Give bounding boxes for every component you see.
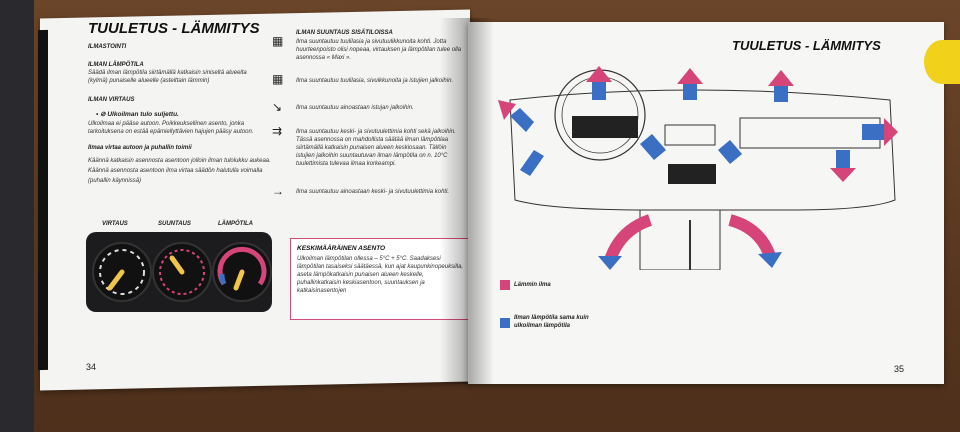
suuntaus-2: Ilma suuntautuu tuulilasia, sivuikkunoit… [296, 78, 454, 84]
box-heading: KESKIMÄÄRÄINEN ASENTO [297, 245, 386, 252]
ilmaa-heading: Ilmaa virtaa autoon ja puhallin toimii [88, 145, 192, 151]
vents-feet-icon: ⇉ [272, 124, 283, 138]
virtaus-text: Ulkoilmaa ei pääse autoon. Poikkeukselli… [88, 121, 254, 135]
info-box: KESKIMÄÄRÄINEN ASENTO Ulkoilman lämpötil… [290, 238, 476, 320]
left-page-title: TUULETUS - LÄMMITYS [88, 20, 260, 37]
suuntaus-heading: ILMAN SUUNTAUS SISÄTILOISSA [296, 30, 393, 36]
section-ilmastointi: ILMASTOINTI [88, 44, 127, 50]
feet-icon: ↘ [272, 100, 283, 114]
left-page-number: 34 [86, 362, 97, 372]
right-page [468, 22, 944, 384]
panel-label-suuntaus: SUUNTAUS [158, 221, 191, 227]
vents-icon: → [272, 184, 284, 198]
legend-warm-swatch [500, 280, 510, 290]
lampotila-text: Säädä ilman lämpötila siirtämällä katkai… [88, 70, 247, 84]
windshield-feet-icon: ▦ [272, 72, 284, 86]
lampotila-heading: ILMAN LÄMPÖTILA [88, 62, 144, 68]
temperature-dial-graphic [217, 246, 267, 291]
legend-cold-swatch [500, 318, 510, 328]
airflow-arrows [498, 66, 898, 270]
dashboard-diagram [498, 66, 898, 270]
right-page-number: 35 [894, 364, 905, 374]
panel-label-lampotila: LÄMPÖTILA [218, 221, 253, 227]
suuntaus-1: Ilma suuntautuu tuulilasia ja sivutuulik… [296, 39, 462, 61]
control-panel [86, 232, 272, 312]
page-edge-bar [38, 29, 48, 371]
direction-dial[interactable] [152, 242, 212, 302]
suuntaus-3: Ilma suuntautuu ainoastaan istujan jalko… [296, 105, 414, 111]
fan-off-icon: ⊘ [100, 111, 106, 118]
book-gutter [440, 18, 494, 384]
box-text: Ulkoilman lämpötilan ollessa – 5°C + 5°C… [297, 256, 464, 294]
yellow-tab [924, 40, 960, 84]
right-page-title: TUULETUS - LÄMMITYS [732, 38, 881, 53]
legend-cold-label: Ilman lämpötila sama kuin ulkoilman lämp… [514, 315, 589, 329]
book-cover-edge [0, 0, 34, 432]
direction-dial-graphic [159, 249, 205, 295]
fan-dial-graphic [99, 249, 145, 295]
panel-label-virtaus: VIRTAUS [102, 221, 128, 227]
legend-warm-label: Lämmin ilma [514, 282, 551, 288]
virtaus-item: • ⊘ Ulkoilman tulo suljettu. [96, 111, 179, 118]
virtaus-item-label: Ulkoilman tulo suljettu. [107, 111, 179, 118]
fan-dial[interactable] [92, 242, 152, 302]
ilmaa-text: Käännä katkaisin asennosta asentoon joll… [88, 158, 271, 184]
suuntaus-4: Ilma suuntautuu keski- ja sivutuulettimi… [296, 129, 456, 167]
virtaus-heading: ILMAN VIRTAUS [88, 97, 135, 103]
temperature-dial[interactable] [212, 242, 272, 302]
suuntaus-5: Ilma suuntautuu ainoastaan keski- ja siv… [296, 189, 450, 195]
defrost-icon: ▦ [272, 34, 284, 48]
